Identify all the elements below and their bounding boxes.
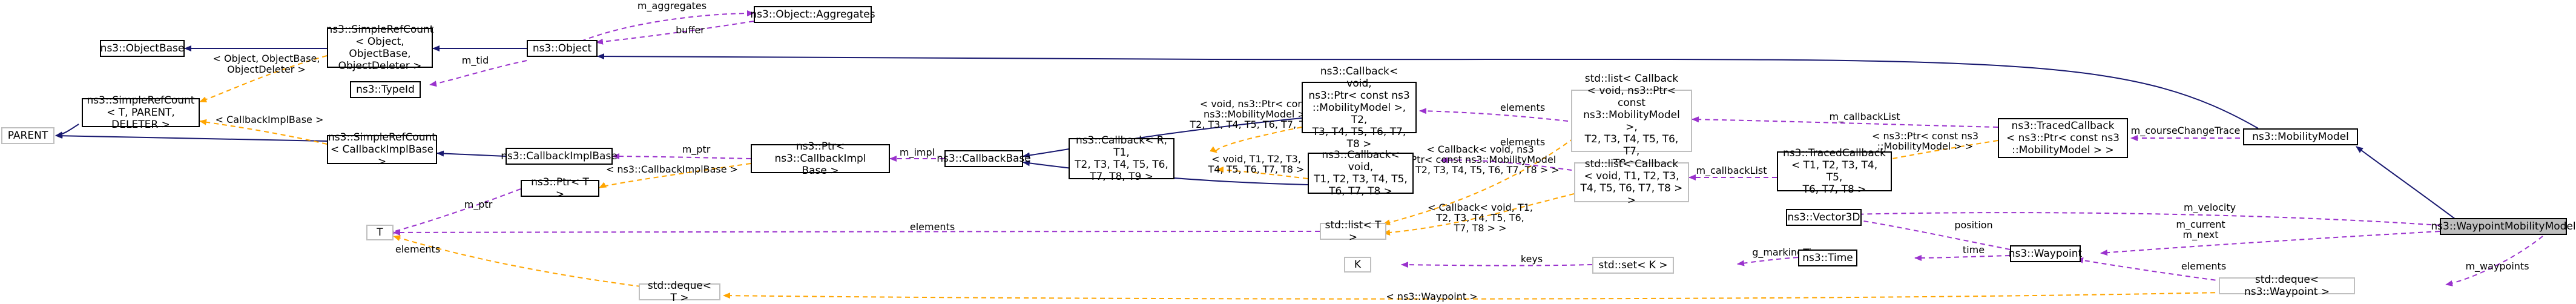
node-callback-void[interactable]: ns3::Callback< void, T1, T2, T3, T4, T5,… [1308,149,1414,197]
label-m-coursechangetrace: m_courseChangeTrace [2131,125,2241,137]
label-m-callbacklist-1: m_callbackList [1829,111,1900,123]
edge-stdset-g-markingtimes [1737,257,1799,266]
node-parent[interactable]: PARENT [1,127,54,144]
edge-t-cbimplbase [199,119,328,145]
label-time: time [1963,244,1985,256]
edge-t-obj-args [199,55,328,102]
edge-ptr-cb-m-ptr [612,153,751,160]
edge-t-m-ptr [387,188,521,235]
label-buffer: buffer [676,24,705,36]
node-stddeque-t[interactable]: std::deque< T > [639,280,720,304]
label-t-ns3-waypoint: < ns3::Waypoint > [1386,291,1477,302]
edge-waypointmm-to-mobilitymodel [2356,146,2459,222]
node-time[interactable]: ns3::Time [1798,249,1857,266]
edge-t-void-t1 [1216,167,1308,179]
label-elements-5: elements [2181,260,2226,272]
node-callbackimplbase[interactable]: ns3::CallbackImplBase [501,148,618,165]
edge-cbimplbase-to-simplerefcount [436,150,506,157]
node-waypointmobilitymodel[interactable]: ns3::WaypointMobilityModel [2431,218,2576,235]
node-ptr-callbackimplbase[interactable]: ns3::Ptr< ns3::CallbackImpl Base > [751,140,890,177]
label-m-tid: m_tid [462,55,489,67]
edge-t-void-ptr-mm [1210,127,1302,153]
edge-time-time [1914,254,2011,261]
node-tracedcallback-mm[interactable]: ns3::TracedCallback < ns3::Ptr< const ns… [1998,118,2128,158]
label-elements-2: elements [1500,136,1545,148]
label-t-cb-void-ptr: < Callback< void, ns3::Ptr< const ns3::M… [1401,144,1559,176]
edge-k-keys [1401,262,1593,268]
node-object[interactable]: ns3::Object [527,40,598,57]
edge-waypointmm-m-waypoints [2445,236,2543,286]
node-objectbase[interactable]: ns3::ObjectBase [100,40,185,57]
edge-t-cb-void-t1 [1383,193,1575,236]
label-keys: keys [1521,253,1543,265]
node-stddeque-waypoint[interactable]: std::deque< ns3::Waypoint > [2219,274,2355,298]
node-object-aggregates[interactable]: ns3::Object::Aggregates [750,6,875,23]
edge-t-stddeque-elements [393,235,676,291]
node-simplerefcount-cb[interactable]: ns3::SimpleRefCount < CallbackImplBase > [327,131,437,168]
label-m-ptr-2: m_ptr [464,199,493,211]
edge-simplerefcount-t-to-parent [55,124,79,138]
node-tracedcallback-generic[interactable]: ns3::TracedCallback < T1, T2, T3, T4, T5… [1777,147,1892,196]
node-mobilitymodel[interactable]: ns3::MobilityModel [2243,128,2358,145]
edge-object-buffer [596,21,754,45]
label-t-void-t1: < void, T1, T2, T3,T4, T5, T6, T7, T8 > [1208,153,1305,175]
edge-t-cb-void-ptr [1383,137,1575,226]
node-t[interactable]: T [366,225,394,240]
node-callbackbase[interactable]: ns3::CallbackBase [937,150,1031,167]
edge-callback-mm-elements [1419,108,1569,122]
edge-simplerefcount-cb-to-parent [55,133,328,142]
label-elements-1: elements [1500,102,1545,113]
edge-waypoint-m-current [2100,231,2440,256]
node-stdlist-callback-mm[interactable]: std::list< Callback < void, ns3::Ptr< co… [1571,73,1692,170]
node-waypoint[interactable]: ns3::Waypoint [2009,245,2082,262]
node-k[interactable]: K [1344,257,1371,273]
edge-vector3d-m-velocity [1852,211,2440,226]
edge-aggregates-m-aggregates [581,10,754,42]
label-t-obj-args: < Object, ObjectBase,ObjectDeleter > [213,53,320,75]
edge-t-ns3-cbimplbase [599,163,751,188]
label-m-callbacklist-2: m_callbackList [1696,165,1767,177]
node-callback-generic[interactable]: ns3::Callback< R, T1, T2, T3, T4, T5, T6… [1069,134,1174,183]
node-simplerefcount-object[interactable]: ns3::SimpleRefCount < Object, ObjectBase… [326,24,434,72]
edge-stdlist-mm-callbacklist [1692,116,1998,128]
node-simplerefcount-t[interactable]: ns3::SimpleRefCount < T, PARENT, DELETER… [82,94,200,131]
label-position: position [1954,219,1992,231]
label-t-ns3-cbimplbase: < ns3::CallbackImplBase > [606,164,738,175]
node-vector3d[interactable]: ns3::Vector3D [1786,209,1862,226]
label-t-cb-void-t1: < Callback< void, T1,T2, T3, T4, T5, T6,… [1428,202,1533,234]
node-stdlist-callback-void[interactable]: std::list< Callback < void, T1, T2, T3, … [1574,158,1689,207]
edge-t-elements [393,229,1320,236]
node-callback-mobilitymodel[interactable]: ns3::Callback< void, ns3::Ptr< const ns3… [1302,65,1417,150]
label-m-ptr-1: m_ptr [682,144,711,156]
label-elements-4: elements [395,243,440,255]
label-elements-3: elements [910,221,955,233]
label-m-impl: m_impl [900,147,935,159]
label-m-waypoints: m_waypoints [2465,260,2529,273]
node-stdlist-t[interactable]: std::list< T > [1320,219,1386,243]
label-t-cbimplbase: < CallbackImplBase > [216,114,324,125]
node-typeid[interactable]: ns3::TypeId [350,81,421,98]
edge-vector3d-position [1852,217,2011,250]
label-m-velocity: m_velocity [2184,202,2236,214]
edge-mobilitymodel-to-object [597,53,2259,129]
label-t-ptr-mm: < ns3::Ptr< const ns3::MobilityModel > > [1872,130,1978,152]
edge-t-ns3-waypoint [723,291,2250,300]
edge-callback-void-elements [1440,157,1581,172]
label-m-aggregates: m_aggregates [637,0,707,12]
node-stdset-k[interactable]: std::set< K > [1592,257,1674,274]
node-ptr-t[interactable]: ns3::Ptr< T > [521,176,599,200]
edge-t-simplerefcount-t-to-t [242,197,363,233]
